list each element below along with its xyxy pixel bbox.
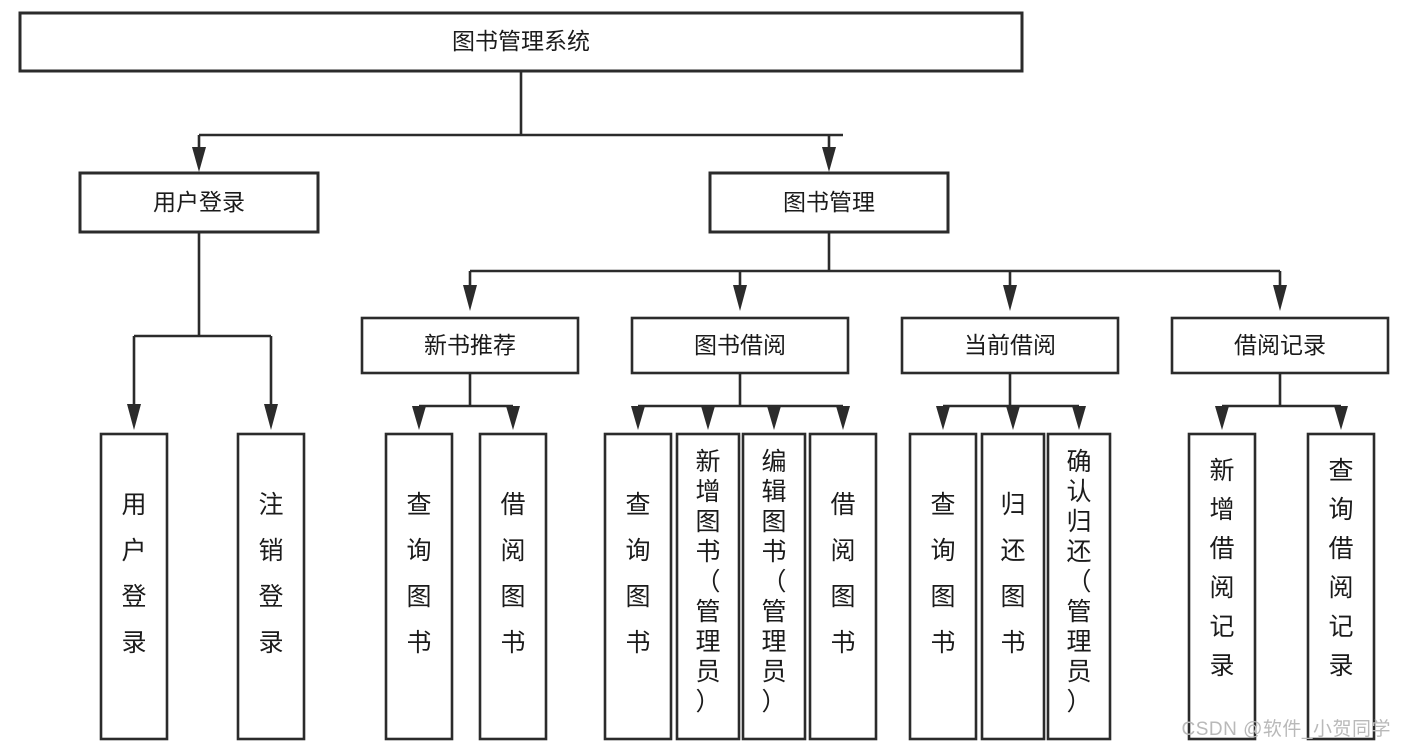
arrow-records-to-leaf1 (1215, 406, 1229, 430)
leaf-node[interactable]: 编辑图书（管理员） (741, 432, 807, 741)
node-new-book-recommend[interactable]: 新书推荐 (360, 316, 580, 375)
leaf-box-query-book-1[interactable] (384, 432, 454, 741)
connector-layer (127, 71, 1348, 430)
arrow-borrow-to-leaf4 (836, 406, 850, 430)
leaf-box-confirm-return-admin[interactable] (1046, 432, 1112, 741)
leaf-label-borrow-book-2: 借阅图书 (830, 491, 855, 657)
leaf-node[interactable]: 用户登录 (99, 432, 169, 741)
leaf-label-query-book-2: 查询图书 (625, 491, 650, 657)
leaf-node[interactable]: 新增图书（管理员） (675, 432, 741, 741)
leaf-box-query-book-2[interactable] (603, 432, 673, 741)
leaf-node[interactable]: 新增借阅记录 (1187, 432, 1257, 741)
arrow-root-to-book-mgmt (822, 147, 836, 172)
arrow-bookmgmt-to-borrow (733, 285, 747, 311)
arrow-bookmgmt-to-current (1003, 285, 1017, 311)
node-new-book-recommend-box[interactable] (360, 316, 580, 375)
node-root-label: 图书管理系统 (452, 28, 590, 54)
leaf-node[interactable]: 查询图书 (384, 432, 454, 741)
leaf-node[interactable]: 借阅图书 (478, 432, 548, 741)
leaf-label-add-book-admin: 新增图书（管理员） (695, 448, 720, 716)
node-root-box[interactable] (18, 11, 1024, 73)
csdn-watermark: CSDN @软件_小贺同学 (1181, 719, 1391, 740)
arrow-borrow-to-leaf3 (767, 406, 781, 430)
node-root[interactable]: 图书管理系统 (18, 11, 1024, 73)
node-new-book-recommend-label: 新书推荐 (424, 332, 516, 358)
arrow-current-to-leaf1 (936, 406, 950, 430)
leaf-node[interactable]: 查询借阅记录 (1306, 432, 1376, 741)
arrow-borrow-to-leaf2 (701, 406, 715, 430)
leaf-label-add-borrow-record: 新增借阅记录 (1209, 457, 1234, 680)
leaf-label-confirm-return-admin: 确认归还（管理员） (1066, 448, 1091, 716)
leaf-nodes-layer: 用户登录 注销登录 查询图书 借阅图书 查询图书 新增图书（管理员） (99, 432, 1376, 741)
node-book-borrow-label: 图书借阅 (694, 332, 786, 358)
node-book-borrow-box[interactable] (630, 316, 850, 375)
node-current-borrow-box[interactable] (900, 316, 1120, 375)
leaf-box-query-book-3[interactable] (908, 432, 978, 741)
node-book-management[interactable]: 图书管理 (708, 171, 950, 234)
node-borrow-records-label: 借阅记录 (1234, 332, 1326, 358)
node-book-management-label: 图书管理 (783, 189, 875, 215)
node-book-borrow[interactable]: 图书借阅 (630, 316, 850, 375)
leaf-label-return-book: 归还图书 (1000, 491, 1025, 657)
leaf-node[interactable]: 归还图书 (980, 432, 1046, 741)
arrow-borrow-to-leaf1 (631, 406, 645, 430)
leaf-box-user-login[interactable] (99, 432, 169, 741)
leaf-node[interactable]: 查询图书 (908, 432, 978, 741)
node-user-login[interactable]: 用户登录 (78, 171, 320, 234)
arrow-current-to-leaf2 (1006, 406, 1020, 430)
leaf-node[interactable]: 确认归还（管理员） (1046, 432, 1112, 741)
leaf-box-borrow-book-1[interactable] (478, 432, 548, 741)
arrow-root-to-user-login (192, 147, 206, 172)
leaf-box-logout[interactable] (236, 432, 306, 741)
arrow-newbooks-to-leaf1 (412, 406, 426, 430)
leaf-box-add-borrow-record[interactable] (1187, 432, 1257, 741)
leaf-node[interactable]: 注销登录 (236, 432, 306, 741)
node-borrow-records[interactable]: 借阅记录 (1170, 316, 1390, 375)
leaf-box-borrow-book-2[interactable] (808, 432, 878, 741)
leaf-label-query-book-3: 查询图书 (930, 491, 955, 657)
node-borrow-records-box[interactable] (1170, 316, 1390, 375)
arrow-records-to-leaf2 (1334, 406, 1348, 430)
arrow-userlogin-to-leaf1 (127, 404, 141, 430)
arrow-bookmgmt-to-new-books (463, 285, 477, 311)
leaf-label-logout: 注销登录 (258, 491, 283, 657)
node-current-borrow-label: 当前借阅 (964, 332, 1056, 358)
node-user-login-box[interactable] (78, 171, 320, 234)
leaf-label-edit-book-admin: 编辑图书（管理员） (761, 448, 786, 716)
arrow-current-to-leaf3 (1072, 406, 1086, 430)
leaf-node[interactable]: 借阅图书 (808, 432, 878, 741)
arrow-userlogin-to-leaf2 (264, 404, 278, 430)
arrow-newbooks-to-leaf2 (506, 406, 520, 430)
leaf-node[interactable]: 查询图书 (603, 432, 673, 741)
leaf-box-query-borrow-record[interactable] (1306, 432, 1376, 741)
leaf-box-edit-book-admin[interactable] (741, 432, 807, 741)
leaf-label-user-login: 用户登录 (121, 491, 146, 657)
leaf-label-query-book-1: 查询图书 (406, 491, 431, 657)
node-user-login-label: 用户登录 (153, 189, 245, 215)
leaf-label-borrow-book-1: 借阅图书 (500, 491, 525, 657)
leaf-box-add-book-admin[interactable] (675, 432, 741, 741)
leaf-label-query-borrow-record: 查询借阅记录 (1328, 457, 1353, 680)
arrow-bookmgmt-to-records (1273, 285, 1287, 311)
node-book-management-box[interactable] (708, 171, 950, 234)
node-current-borrow[interactable]: 当前借阅 (900, 316, 1120, 375)
leaf-box-return-book[interactable] (980, 432, 1046, 741)
